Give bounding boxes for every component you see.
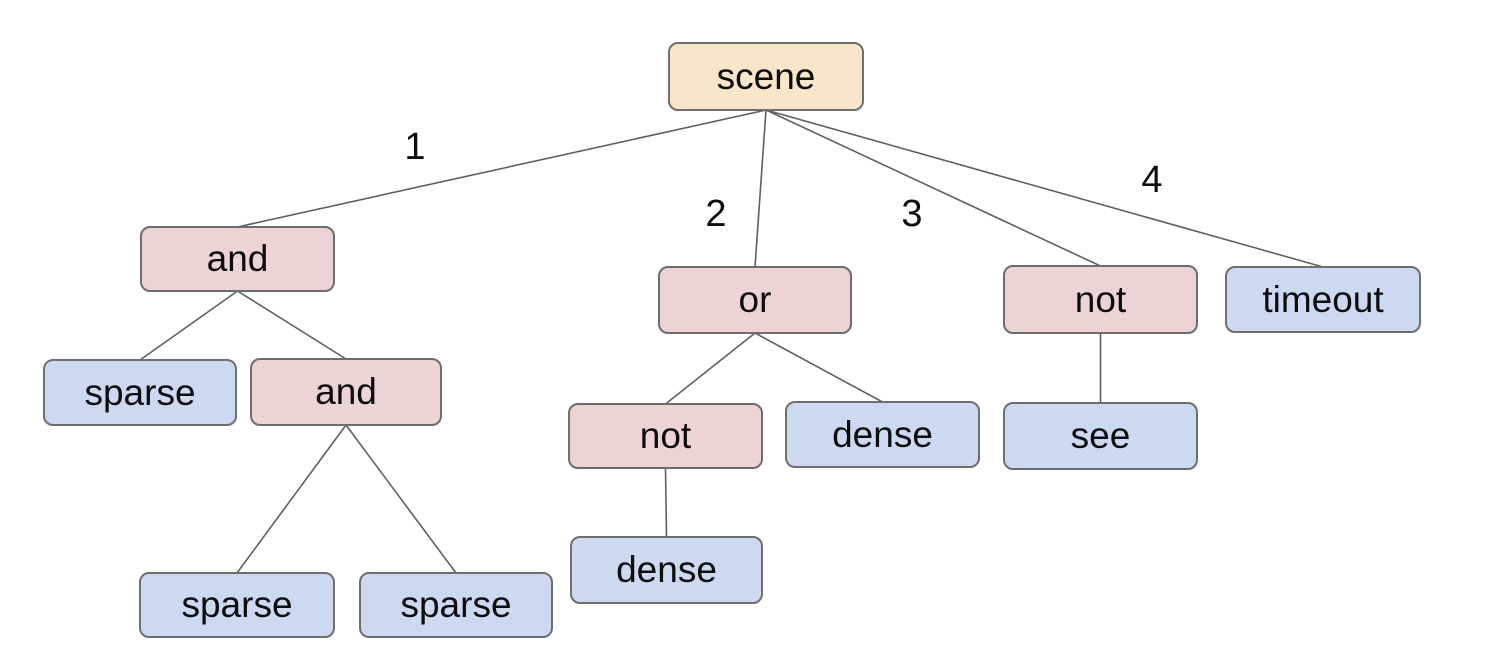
tree-edge-and1-sparse1 bbox=[139, 290, 238, 361]
tree-edge-and1-and2 bbox=[237, 290, 347, 360]
tree-edge-and2-sparse3 bbox=[345, 424, 457, 574]
tree-edge-not2-dense2 bbox=[664, 467, 668, 538]
tree-edge-scene-timeout bbox=[765, 109, 1324, 268]
tree-edge-or1-dense1 bbox=[754, 332, 883, 403]
tree-edge-and2-sparse2 bbox=[236, 424, 347, 574]
tree-edge-scene-and1 bbox=[237, 109, 767, 228]
tree-edge-or1-not2 bbox=[665, 332, 756, 405]
tree-edge-scene-not1 bbox=[765, 109, 1101, 267]
tree-edge-scene-or1 bbox=[754, 109, 767, 268]
